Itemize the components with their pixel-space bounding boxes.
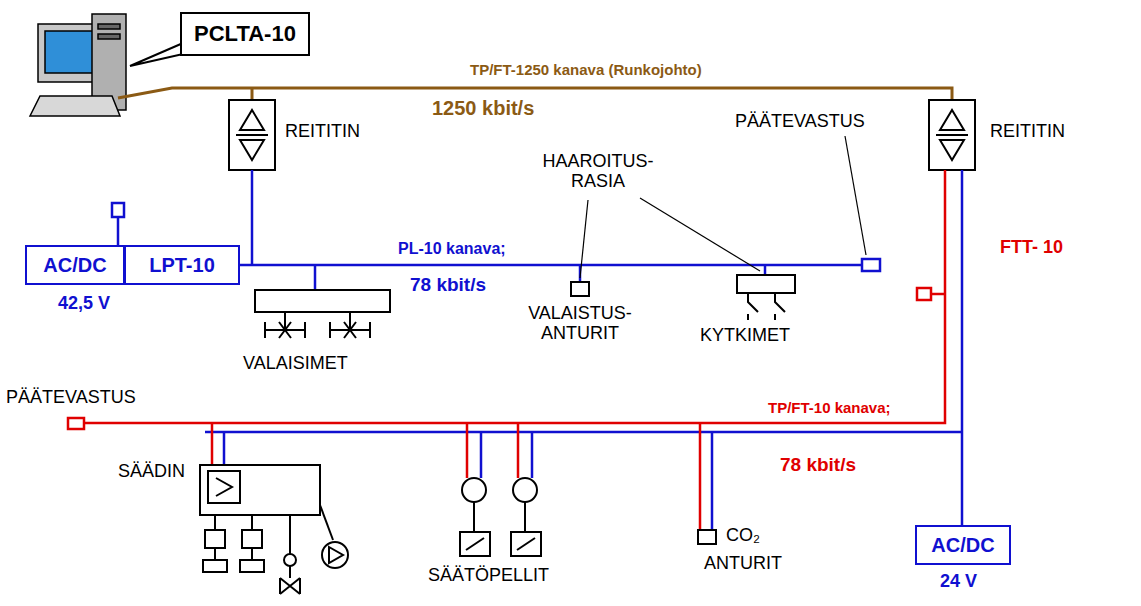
controller-symbol [200,465,348,594]
router-label: REITITIN [285,122,360,142]
ftt10-channel [68,170,962,530]
damper-label: SÄÄTÖPELLIT [428,566,549,586]
terminator-label: PÄÄTEVASTUS [735,112,865,132]
co2-sensor [698,530,716,544]
bit-rate: 1250 kbit/s [432,97,534,119]
router-symbol [929,100,975,170]
channel-name: TP/FT-10 kanava; [768,400,891,417]
power-supply-box: AC/DC [915,525,1011,565]
sensor-label: CO₂ [726,526,760,546]
transceiver-label: FTT- 10 [1000,238,1063,258]
damper-symbol [460,478,541,556]
luminaire-label: VALAISIMET [243,354,348,374]
pl10-channel [112,170,880,290]
power-supply-box: AC/DC [25,245,125,285]
voltage-label: 24 V [940,572,977,592]
box-text: AC/DC [931,534,994,557]
computer-icon [30,14,126,116]
terminator-label: PÄÄTEVASTUS [6,388,136,408]
router-symbol [229,100,275,170]
junction-label: HAAROITUS- RASIA [528,152,668,192]
channel-name: PL-10 kanava; [398,240,506,258]
transceiver-box: LPT-10 [124,245,240,285]
trunk-cable [118,88,952,100]
sensor-label: VALAISTUS- ANTURIT [515,304,645,344]
callout-box: PCLTA-10 [180,12,310,56]
box-text: AC/DC [43,254,106,277]
channel-name: TP/FT-1250 kanava (Runkojohto) [470,62,702,79]
voltage-label: 42,5 V [58,294,110,314]
luminaire-symbol [255,290,390,338]
controller-label: SÄÄDIN [118,462,185,482]
bit-rate: 78 kbit/s [410,275,486,296]
switch-label: KYTKIMET [700,326,790,346]
box-text: PCLTA-10 [194,21,296,47]
box-text: LPT-10 [149,254,215,277]
router-label: REITITIN [990,122,1065,142]
sensor-label: ANTURIT [704,554,782,574]
bit-rate: 78 kbit/s [780,455,856,476]
